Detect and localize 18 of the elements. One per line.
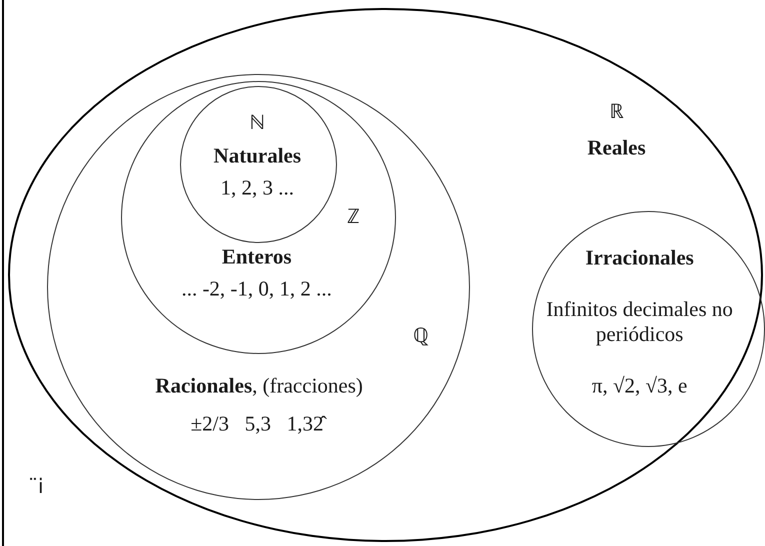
set-symbol: ℕ bbox=[249, 111, 266, 136]
set-name: Naturales bbox=[214, 144, 302, 169]
set-symbol: ℝ bbox=[610, 100, 624, 124]
set-symbol: ℤ bbox=[347, 204, 360, 229]
stray-text: ¨i bbox=[28, 474, 44, 498]
example-numbers: π, √2, √3, e bbox=[592, 373, 688, 398]
set-ellipse bbox=[180, 86, 337, 243]
set-symbol: ℚ bbox=[413, 324, 430, 348]
set-ellipse bbox=[8, 8, 763, 542]
example-numbers: 1, 2, 3 ... bbox=[220, 176, 294, 201]
set-name: Reales bbox=[587, 134, 646, 160]
set-ellipse bbox=[121, 81, 396, 354]
set-ellipse bbox=[46, 74, 470, 500]
set-name: Racionales, (fracciones) bbox=[155, 374, 363, 399]
description-text: Infinitos decimales no periódicos bbox=[545, 296, 734, 347]
set-name: Enteros bbox=[222, 244, 292, 270]
set-name: Irracionales bbox=[585, 245, 694, 270]
example-numbers: ... -2, -1, 0, 1, 2 ... bbox=[181, 276, 332, 302]
